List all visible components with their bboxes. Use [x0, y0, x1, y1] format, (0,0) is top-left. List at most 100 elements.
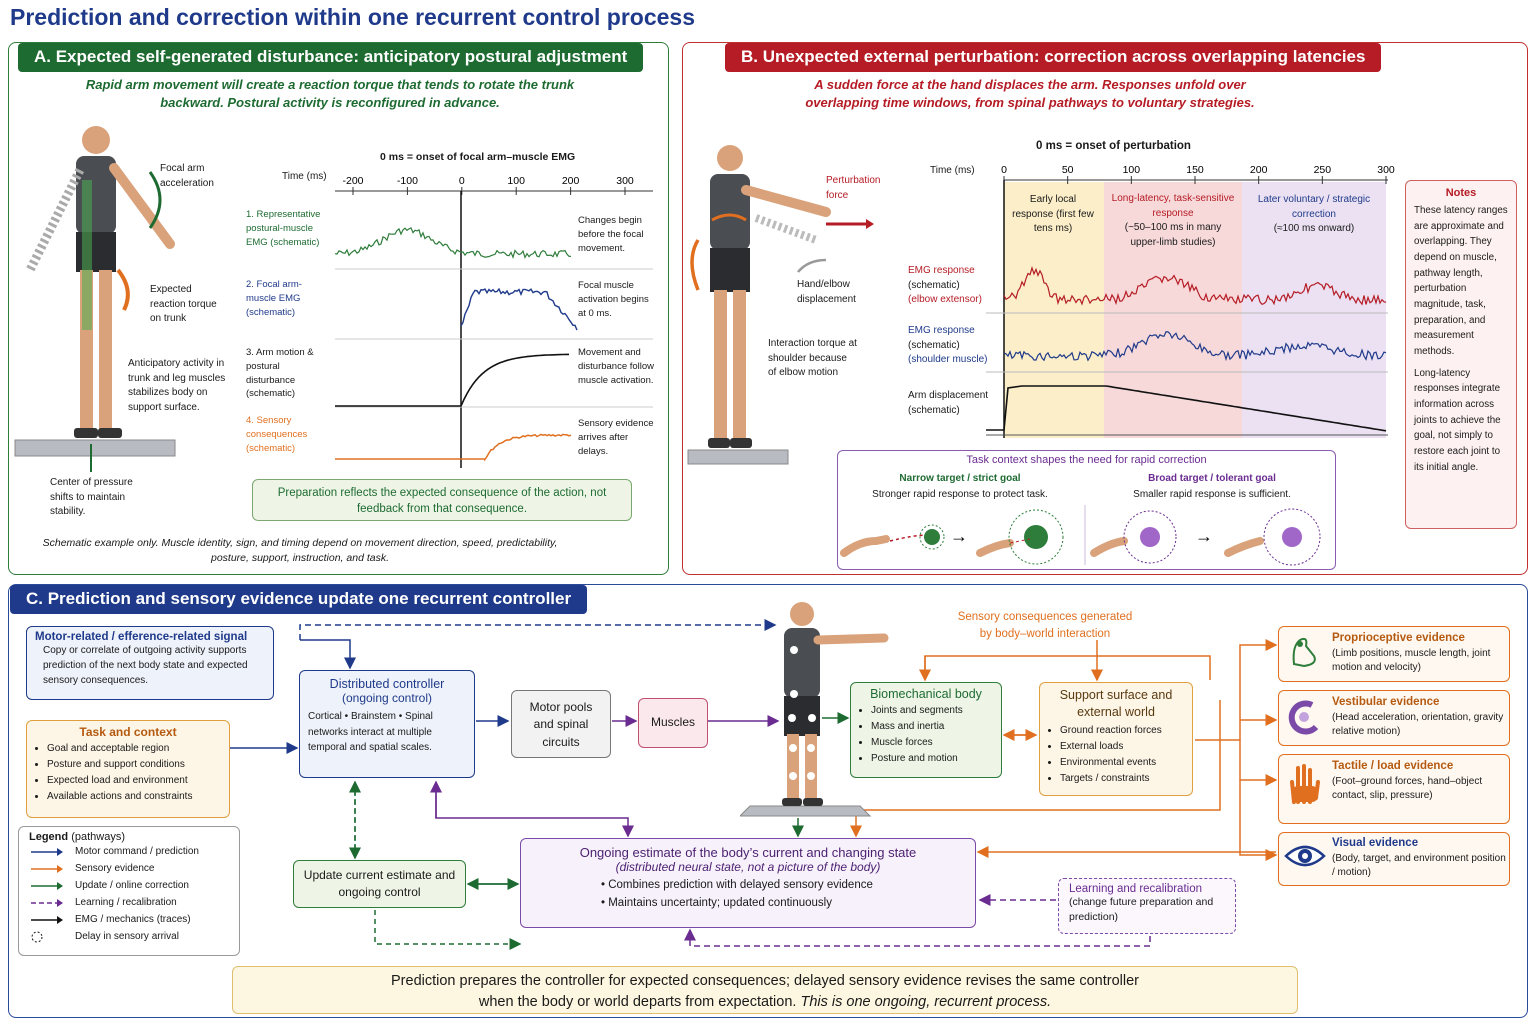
- proprio-title: Proprioceptive evidence: [1332, 632, 1465, 644]
- sensory-generated-label: Sensory consequences generated by body–w…: [957, 611, 1133, 640]
- task-context-c-box: Task and context Goal and acceptable reg…: [26, 720, 230, 818]
- legend-row: Sensory evidence: [29, 860, 229, 877]
- task-context-illustrations: → →: [840, 505, 1321, 566]
- broad-desc: Smaller rapid response is sufficient.: [1133, 489, 1291, 500]
- axis-tick-label: 250: [1314, 164, 1332, 176]
- postural-emg-trace: [335, 227, 572, 259]
- bio-title: Biomechanical body: [870, 687, 982, 701]
- bottom-summary-box: Prediction prepares the controller for e…: [232, 966, 1298, 1014]
- row4-note: Sensory evidence arrives after delays.: [578, 418, 654, 457]
- estimate-item: • Combines prediction with delayed senso…: [601, 879, 873, 891]
- task-context-box: [837, 450, 1336, 570]
- legend-row: EMG / mechanics (traces): [29, 911, 229, 928]
- narrow-target-icon: [924, 529, 940, 545]
- window-long-latency: [1104, 182, 1242, 438]
- bio-item: Joints and segments: [871, 703, 993, 719]
- window-late-title: Later voluntary / strategic correction: [1257, 194, 1371, 220]
- elbow-emg-trace: [1003, 265, 1387, 306]
- axis-tick-label: 300: [1377, 164, 1395, 176]
- muscles-box: Muscles: [638, 698, 708, 748]
- panel-b-onset: 0 ms = onset of perturbation: [1036, 140, 1191, 152]
- legend-sub: (pathways): [71, 831, 125, 843]
- legend-label: EMG / mechanics (traces): [75, 914, 191, 925]
- motor-signal-box: Motor-related / efference-related signal…: [26, 626, 274, 700]
- perturbation-label: Perturbation force: [826, 175, 881, 201]
- axis-tick-label: 0: [1001, 164, 1007, 176]
- pointing-arm: [813, 633, 889, 645]
- row4-label: 4. Sensory consequences (schematic): [246, 415, 308, 454]
- axis-tick-label: -200: [342, 176, 363, 187]
- svg-text:→: →: [950, 526, 968, 546]
- update-loop-arrow: [374, 910, 522, 950]
- eye-icon: [1284, 845, 1326, 867]
- axis-tick-label: 50: [1062, 164, 1074, 176]
- visual-desc: (Body, target, and environment position …: [1332, 852, 1506, 879]
- ghost-arm: [25, 167, 85, 273]
- broad-target-icon: [1123, 510, 1177, 564]
- support-title: Support surface and external world: [1059, 688, 1173, 719]
- interaction-label: Interaction torque at shoulder because o…: [768, 338, 857, 378]
- emg-elbow-line1: EMG response: [908, 265, 975, 276]
- axis-tick-label: 300: [616, 176, 634, 187]
- panel-c-tab: C. Prediction and sensory evidence updat…: [10, 585, 588, 614]
- axis-tick-label: 200: [562, 176, 580, 187]
- estimate-list: • Combines prediction with delayed senso…: [531, 876, 965, 913]
- visual-box: [1278, 832, 1510, 886]
- vestibular-desc: (Head acceleration, orientation, gravity…: [1332, 711, 1504, 738]
- row2-label: 2. Focal arm-muscle EMG (schematic): [246, 279, 302, 318]
- legend-row: Learning / recalibration: [29, 894, 229, 911]
- row3-label: 3. Arm motion & postural disturbance (sc…: [246, 347, 314, 400]
- support-plate-b: [687, 449, 789, 465]
- arm-displacement-trace: [986, 385, 1387, 432]
- legend-header: Legend (pathways): [29, 831, 229, 843]
- estimate-item: • Maintains uncertainty; updated continu…: [601, 897, 832, 910]
- arm-displacement-line1: Arm displacement: [908, 390, 989, 401]
- dc-desc: Cortical • Brainstem • Spinal networks i…: [308, 711, 433, 753]
- learning-title: Learning and recalibration: [1069, 883, 1202, 895]
- emg-elbow-label: EMG response (schematic) (elbow extensor…: [908, 264, 998, 308]
- window-late-label: Later voluntary / strategic correction (…: [1250, 193, 1378, 237]
- emg-shoulder-line2: (schematic): [908, 339, 960, 351]
- support-plate-c: [740, 805, 872, 817]
- ghost-arm-b: [754, 214, 818, 244]
- controller-estimate-arrow: [435, 782, 634, 838]
- window-long-label: Long-latency, task-sensitive response (~…: [1110, 192, 1236, 250]
- focal-emg-trace: [460, 287, 578, 331]
- narrow-desc: Stronger rapid response to protect task.: [872, 489, 1048, 500]
- motor-pools-box: Motor pools and spinal circuits: [511, 690, 611, 758]
- page-title: Prediction and correction within one rec…: [10, 4, 696, 30]
- window-late-sub: (≈100 ms onward): [1273, 223, 1355, 234]
- proprio-desc: (Limb positions, muscle length, joint mo…: [1332, 647, 1491, 674]
- window-early-label: Early local response (first few tens ms): [1012, 194, 1094, 234]
- panel-c: [8, 584, 1528, 1018]
- support-item: Environmental events: [1060, 755, 1184, 771]
- reaction-torque-arrow: [116, 268, 130, 311]
- preparation-box: Preparation reflects the expected conseq…: [252, 479, 632, 521]
- cop-label: Center of pressure shifts to maintain st…: [50, 477, 133, 517]
- panel-b-figure: [687, 145, 874, 465]
- task-c-list: Goal and acceptable regionPosture and su…: [35, 741, 221, 805]
- support-item: Targets / constraints: [1060, 771, 1184, 787]
- shoulder-emg-trace: [1003, 331, 1387, 362]
- broad-title: Broad target / tolerant goal: [1148, 473, 1276, 484]
- axis-tick-label: -100: [397, 176, 418, 187]
- dc-sub: (ongoing control): [341, 691, 433, 705]
- bottom-line-2: when the body or world departs from expe…: [243, 992, 1287, 1013]
- window-early: [1004, 182, 1104, 438]
- task-item: Posture and support conditions: [47, 757, 221, 773]
- estimate-title: Ongoing estimate of the body’s current a…: [579, 845, 917, 860]
- panel-a-figure: [14, 126, 176, 472]
- row1-note: Changes begin before the focal movement.: [578, 215, 644, 254]
- motor-prediction-dashed-arrow: [299, 619, 777, 640]
- proprio-icon: [1292, 637, 1316, 668]
- notes-text-1: These latency ranges are approximate and…: [1414, 205, 1508, 358]
- evidence-bus: [1195, 639, 1278, 741]
- emg-elbow-line2: (schematic): [908, 279, 960, 291]
- arm-motion-trace: [335, 353, 569, 407]
- motor-signal-title: Motor-related / efference-related signal: [35, 631, 248, 643]
- axis-tick-label: 0: [459, 176, 465, 187]
